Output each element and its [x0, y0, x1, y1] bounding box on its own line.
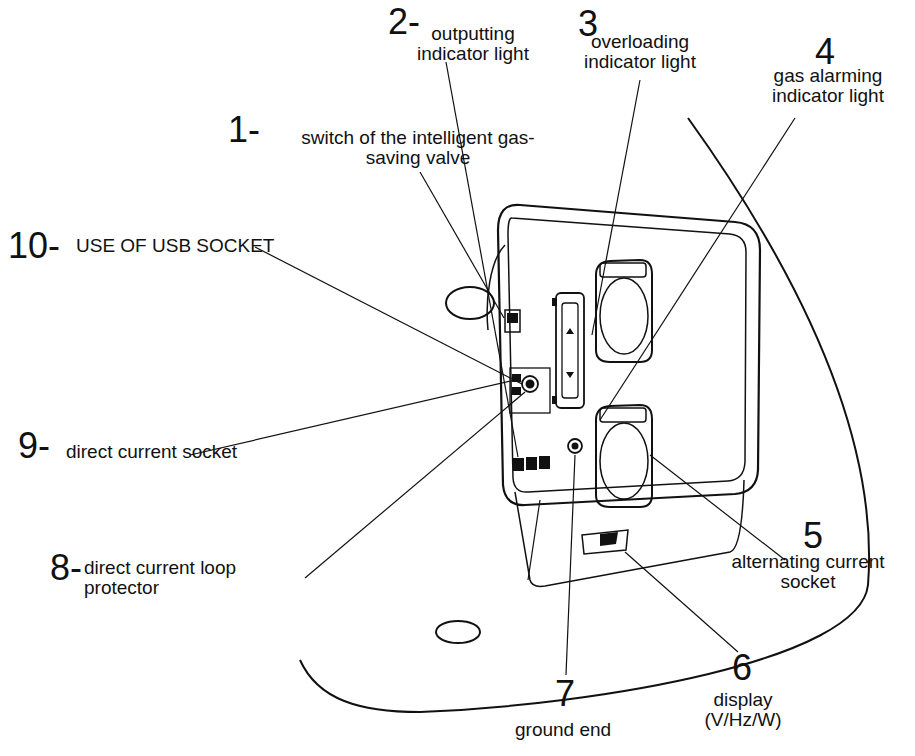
- body-edge: [487, 245, 505, 330]
- valve-switch-rocker: [508, 314, 517, 322]
- ground-terminal: [568, 439, 582, 453]
- part-name: switch of the intelligent gas-saving val…: [298, 128, 538, 168]
- dc-loop-protector: [556, 293, 584, 408]
- callout-number: 5: [803, 518, 843, 554]
- protector-screw: [552, 396, 557, 404]
- panel-wall-edge: [528, 500, 540, 580]
- part-name: alternating current socket: [728, 552, 888, 592]
- dc-socket-pin: [527, 381, 534, 388]
- callout-number: 2-: [388, 4, 438, 40]
- callout-number: 7: [555, 676, 595, 712]
- body-hole: [446, 287, 494, 319]
- ac-socket: [600, 278, 648, 354]
- panel-frame: [498, 205, 760, 505]
- indicator-light: [540, 457, 549, 468]
- dc-socket-panel: [510, 368, 550, 413]
- indicator-light: [514, 459, 523, 470]
- indicator-light: [527, 458, 536, 469]
- generator-body-outline: [300, 118, 869, 712]
- callout-number: 6: [732, 650, 772, 686]
- protector-screw: [552, 298, 557, 306]
- panel-lower-wall: [515, 480, 744, 586]
- display: [582, 530, 628, 554]
- callout-number: 1-: [228, 112, 288, 148]
- dc-loop-protector-button: [562, 303, 578, 398]
- leader-lines: [190, 62, 795, 675]
- ac-socket: [600, 423, 648, 499]
- part-name: direct current loop protector: [84, 558, 254, 598]
- valve-switch: [505, 310, 520, 332]
- part-name: USE OF USB SOCKET: [76, 236, 276, 256]
- usb-socket: [513, 388, 520, 394]
- part-name: direct current socket: [66, 442, 266, 462]
- ac-socket-cover: [596, 260, 652, 362]
- part-name: ground end: [515, 720, 635, 740]
- callout-number: 9-: [18, 428, 68, 464]
- part-name: outputting indicator light: [408, 24, 538, 64]
- ac-socket-hinge: [600, 263, 646, 277]
- display-window: [600, 532, 618, 546]
- part-name: gas alarming indicator light: [748, 66, 908, 106]
- panel-face: [508, 218, 746, 492]
- callout-number: 10-: [8, 228, 78, 264]
- ground-terminal-screw: [573, 444, 578, 449]
- part-name: overloading indicator light: [560, 32, 720, 72]
- part-name: display (V/Hz/W): [688, 690, 798, 730]
- body-hole: [436, 621, 480, 643]
- callout-number: 4: [815, 34, 855, 70]
- protector-arrows: [566, 328, 574, 378]
- dc-socket: [522, 376, 538, 392]
- ac-socket-cover: [596, 405, 652, 507]
